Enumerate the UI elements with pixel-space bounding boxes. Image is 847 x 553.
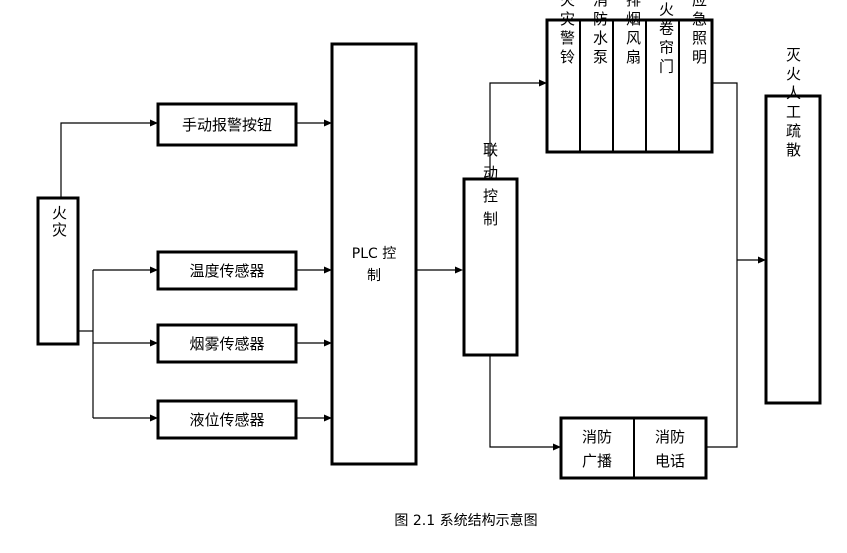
- node-temp-sensor-label: 温度传感器: [189, 262, 264, 280]
- arrowhead-icon: [324, 414, 332, 422]
- node-manual-alarm: 手动报警按钮: [156, 102, 298, 147]
- node-smoke-sensor-label: 烟雾传感器: [189, 335, 264, 353]
- connectors: [60, 79, 766, 451]
- connector-linkage-bottom: [489, 355, 554, 448]
- connector-top-evac: [706, 82, 738, 448]
- node-evacuation-label: 灭火人工疏散: [784, 47, 802, 161]
- arrowhead-icon: [150, 414, 158, 422]
- node-linkage-label: 联动控制: [481, 142, 499, 234]
- node-plc-label-line1: PLC 控: [352, 246, 396, 262]
- arrowhead-icon: [150, 339, 158, 347]
- connector-linkage-top: [489, 82, 540, 179]
- arrowhead-icon: [553, 443, 561, 451]
- node-top-devices: 火灾警铃 消防水泵 排烟风扇 防火卷帘门 应急照明: [545, 0, 714, 154]
- node-level-sensor-label: 液位传感器: [189, 411, 264, 429]
- figure-caption: 图 2.1 系统结构示意图: [394, 512, 537, 529]
- arrowhead-icon: [324, 119, 332, 127]
- node-plc-label-line2: 制: [367, 268, 381, 284]
- connector-fire-manual: [60, 122, 151, 198]
- node-smoke-sensor: 烟雾传感器: [156, 323, 298, 364]
- node-manual-alarm-label: 手动报警按钮: [182, 116, 272, 134]
- node-fire-broadcast-line1: 消防: [582, 428, 612, 446]
- arrowhead-icon: [150, 266, 158, 274]
- node-evacuation: 灭火人工疏散: [764, 47, 822, 405]
- arrowhead-icon: [758, 256, 766, 264]
- arrowhead-icon: [324, 339, 332, 347]
- arrowhead-icon: [150, 119, 158, 127]
- node-level-sensor: 液位传感器: [156, 399, 298, 440]
- node-fire-label: 火灾: [50, 205, 68, 239]
- node-temp-sensor: 温度传感器: [156, 250, 298, 291]
- node-fire-alarm-label: 火灾警铃: [558, 0, 576, 68]
- node-emergency-light-label: 应急照明: [690, 0, 708, 68]
- node-smoke-fan-label: 排烟风扇: [624, 0, 642, 68]
- arrowhead-icon: [324, 266, 332, 274]
- node-fire: 火灾: [36, 196, 80, 346]
- node-plc: PLC 控 制: [330, 42, 418, 466]
- arrowhead-icon: [539, 79, 547, 87]
- node-fire-broadcast-line2: 广播: [582, 452, 612, 470]
- node-fire-shutter-label: 防火卷帘门: [657, 0, 675, 78]
- node-fire-phone-line1: 消防: [655, 428, 685, 446]
- node-fire-phone-line2: 电话: [655, 452, 685, 470]
- node-linkage: 联动控制: [462, 142, 519, 357]
- node-bottom-devices: 消防 广播 消防 电话: [559, 416, 708, 480]
- arrowhead-icon: [455, 266, 463, 274]
- node-fire-pump-label: 消防水泵: [591, 0, 609, 68]
